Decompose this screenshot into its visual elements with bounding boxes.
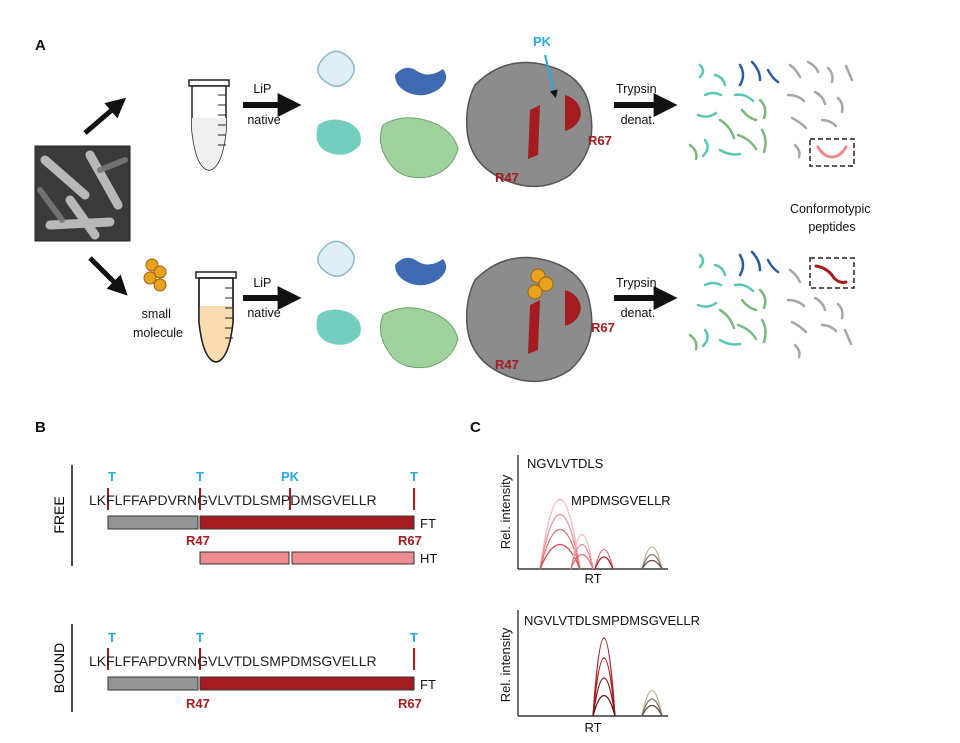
chart1-peak1-trace2 <box>539 514 581 570</box>
chart1-xlabel: RT <box>584 571 601 586</box>
lip-native-label-bottom: LiP native <box>247 276 280 320</box>
trypsin-label-top: Trypsin denat. <box>616 82 660 127</box>
r47-label-top: R47 <box>495 170 519 185</box>
bound-site-t3: T <box>410 630 418 645</box>
proteome-cartoon-top <box>316 50 459 179</box>
free-ht-label: HT <box>420 551 437 566</box>
proteome-cartoon-bottom <box>316 240 459 369</box>
target-protein-top <box>465 61 593 188</box>
conformotypic-box-top <box>809 138 855 167</box>
r67-label-bottom: R67 <box>591 320 615 335</box>
chromatogram-free: Rel. intensity RT NGVLVTDLS MPDMSGVELLR <box>498 455 671 586</box>
bound-sequence: LKFLFFAPDVRNGVLVTDLSMPDMSGVELLR <box>89 653 377 669</box>
free-cleavage-ticks <box>107 488 415 510</box>
bound-cleavage-ticks <box>107 648 415 670</box>
r67-label-top: R67 <box>588 133 612 148</box>
free-site-pk: PK <box>281 469 300 484</box>
chart1-annotation-1: NGVLVTDLS <box>527 456 604 471</box>
peptide-fragments-top <box>688 60 854 161</box>
free-r67-label: R67 <box>398 533 422 548</box>
chart1-peak4-trace1 <box>641 546 663 570</box>
panel-a-letter: A <box>35 37 46 54</box>
chart2-peak1-trace3 <box>592 677 616 717</box>
chart2-peak1-trace2 <box>592 657 616 717</box>
tube-top <box>188 79 230 171</box>
chart1-peak1-trace1 <box>539 499 581 570</box>
pk-arrow <box>544 54 558 99</box>
free-sequence: LKFLFFAPDVRNGVLVTDLSMPDMSGVELLR <box>89 492 377 508</box>
chart1-peak2-trace1 <box>570 534 594 570</box>
panel-b-letter: B <box>35 419 46 436</box>
chart1-peak2-trace2 <box>570 544 594 570</box>
chart1-annotation-2: MPDMSGVELLR <box>571 493 671 508</box>
small-molecule-label: small molecule <box>133 307 183 340</box>
free-r47-label: R47 <box>186 533 210 548</box>
chart1-peak1-trace4 <box>539 543 581 570</box>
free-ft-label: FT <box>420 516 436 531</box>
bound-r67-label: R67 <box>398 696 422 711</box>
chart1-peak4-trace2 <box>641 553 663 570</box>
pk-label-a: PK <box>533 34 552 49</box>
bacteria-micrograph <box>34 145 131 242</box>
bound-ft-grey-bar <box>107 676 199 691</box>
chart2-xlabel: RT <box>584 720 601 735</box>
bound-site-t1: T <box>108 630 116 645</box>
conformotypic-label: Conformotypic peptides <box>790 202 874 234</box>
peptide-fragments-bottom <box>688 250 853 359</box>
chart1-peak4-trace3 <box>641 559 663 570</box>
chart2-peak1-trace1 <box>592 637 616 717</box>
chart2-annotation-1: NGVLVTDLSMPDMSGVELLR <box>524 613 700 628</box>
arrow-down <box>88 256 128 296</box>
bound-label: BOUND <box>51 643 67 694</box>
chart2-peak2-trace2 <box>641 698 663 717</box>
chart1-peak3-trace2 <box>594 556 614 570</box>
panel-c-letter: C <box>470 419 481 436</box>
bound-r47-label: R47 <box>186 696 210 711</box>
tube-bottom <box>195 271 237 363</box>
chart1-peak3-trace1 <box>594 548 614 570</box>
target-protein-bottom <box>465 256 593 383</box>
arrow-up <box>83 97 127 135</box>
free-ft-grey-bar <box>107 515 199 530</box>
chart1-ylabel: Rel. intensity <box>498 474 513 549</box>
conformotypic-peptide-top <box>816 145 848 159</box>
conformotypic-box-bottom <box>809 257 855 289</box>
free-site-t2: T <box>196 469 204 484</box>
trypsin-label-bottom: Trypsin denat. <box>616 276 660 320</box>
free-site-t1: T <box>108 469 116 484</box>
bound-ft-red-bar <box>199 676 415 691</box>
chart2-peak1-trace4 <box>592 694 616 717</box>
free-ht-bar-1 <box>199 551 290 565</box>
lip-native-label-top: LiP native <box>247 82 280 127</box>
free-ht-bar-2 <box>291 551 415 565</box>
chart2-ylabel: Rel. intensity <box>498 627 513 702</box>
bound-site-t2: T <box>196 630 204 645</box>
chart2-peak2-trace1 <box>641 690 663 717</box>
free-site-t3: T <box>410 469 418 484</box>
r47-label-bottom: R47 <box>495 357 519 372</box>
free-ft-red-bar <box>199 515 415 530</box>
chart1-peak2-trace3 <box>570 553 594 570</box>
chart2-peak2-trace3 <box>641 704 663 717</box>
bound-ft-label: FT <box>420 677 436 692</box>
free-label: FREE <box>51 496 67 533</box>
conformotypic-peptide-bottom <box>814 264 848 284</box>
small-molecule-icon <box>143 258 167 292</box>
chromatogram-bound: Rel. intensity RT NGVLVTDLSMPDMSGVELLR <box>498 610 700 735</box>
